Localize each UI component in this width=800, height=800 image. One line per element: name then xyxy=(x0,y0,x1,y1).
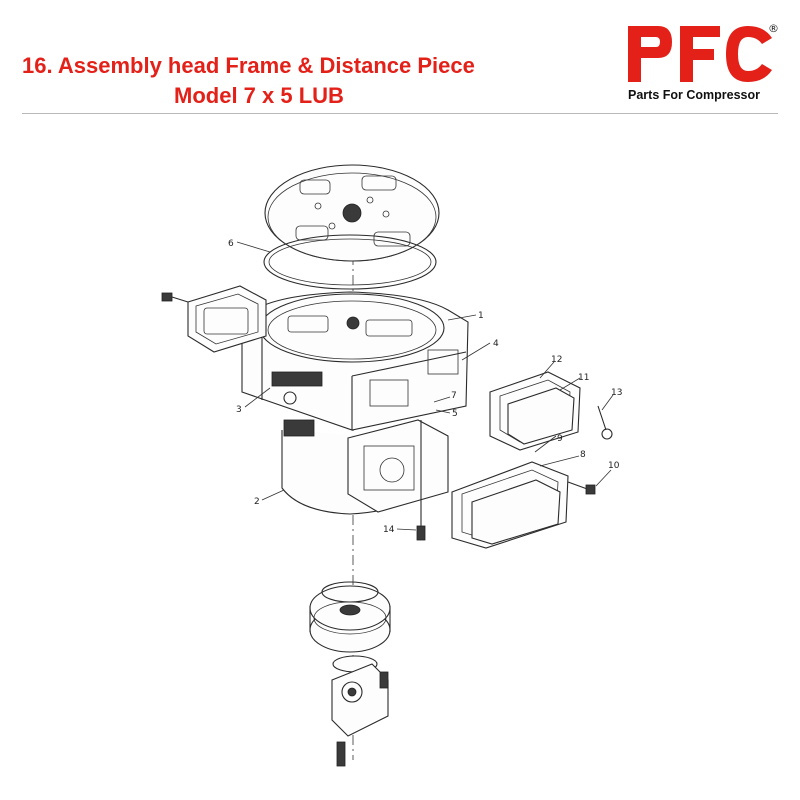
callout-12: 12 xyxy=(551,355,562,365)
head-gasket xyxy=(263,234,437,290)
callout-10: 10 xyxy=(608,461,620,471)
callout-8: 8 xyxy=(580,450,586,460)
callout-5: 5 xyxy=(452,409,458,419)
header-divider xyxy=(22,113,778,114)
callout-14: 14 xyxy=(383,525,395,535)
distance-piece xyxy=(347,419,449,513)
side-cover-lower xyxy=(451,461,569,549)
callout-13: 13 xyxy=(611,388,622,398)
logo-letter-f xyxy=(680,26,720,82)
callout-4: 4 xyxy=(493,339,499,349)
logo-tagline: Parts For Compressor xyxy=(628,88,760,102)
bolt-14 xyxy=(416,420,426,541)
callout-2: 2 xyxy=(254,497,260,507)
frame-head xyxy=(241,291,469,431)
callout-7: 7 xyxy=(451,391,457,401)
callout-3: 3 xyxy=(236,405,242,415)
page-subtitle: Model 7 x 5 LUB xyxy=(174,83,344,108)
bolt-13 xyxy=(597,405,613,440)
callout-1: 1 xyxy=(478,311,484,321)
pfc-logo: ® Parts For Compressor xyxy=(626,22,786,106)
lower-stud xyxy=(336,741,346,767)
bolt-10 xyxy=(567,481,596,495)
callout-11: 11 xyxy=(578,373,589,383)
valve-plate xyxy=(264,164,440,262)
logo-letter-p xyxy=(628,26,672,82)
page-title: 16. Assembly head Frame & Distance Piece xyxy=(22,53,475,78)
logo-letter-c xyxy=(726,26,772,82)
left-cover xyxy=(187,285,267,353)
callout-9: 9 xyxy=(557,434,563,444)
lower-bracket xyxy=(331,655,389,737)
side-cover-upper xyxy=(489,371,581,451)
callout-6: 6 xyxy=(228,239,234,249)
left-bolt xyxy=(161,292,189,303)
crosshead-guide xyxy=(309,581,391,653)
pfc-logo-mark xyxy=(628,26,772,82)
registered-mark: ® xyxy=(768,22,779,35)
